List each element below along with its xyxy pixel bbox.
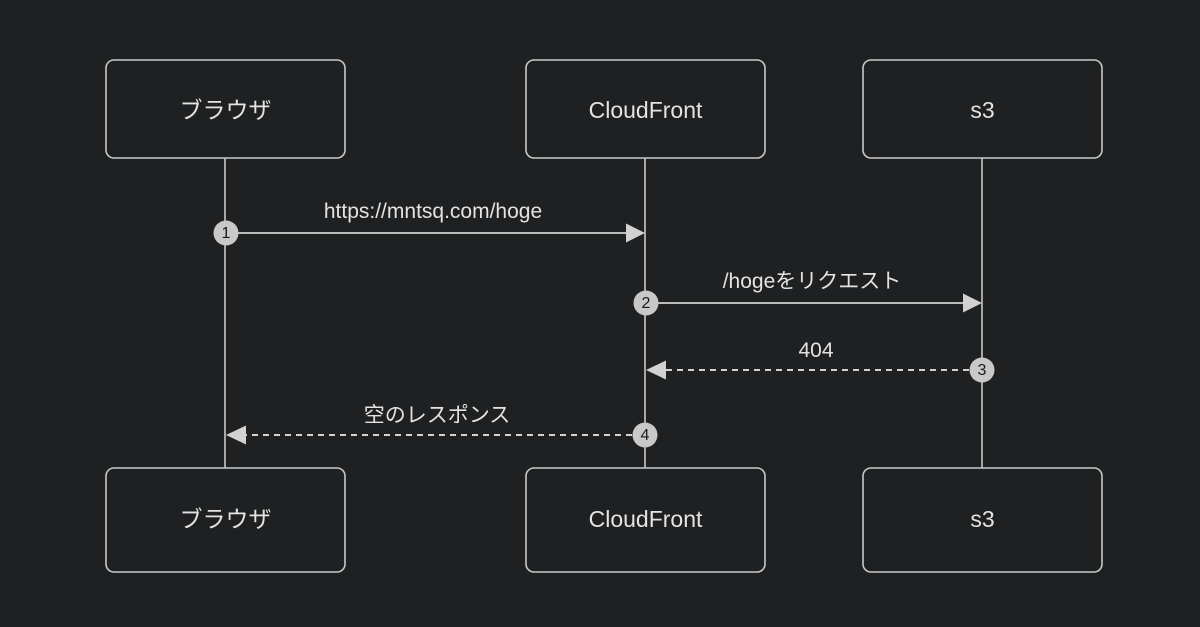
participant-label-s3-top: s3 [970,97,994,123]
message-2[interactable]: /hogeをリクエスト 2 [633,270,983,316]
message-3-label: 404 [798,339,833,362]
message-4[interactable]: 空のレスポンス 4 [226,404,658,448]
participant-label-browser-top: ブラウザ [180,97,272,123]
participant-label-cloudfront-top: CloudFront [589,97,703,123]
participant-boxes-bottom: ブラウザ CloudFront s3 [105,467,1103,573]
participant-box-browser-bottom[interactable] [105,467,346,573]
message-4-sequence-marker[interactable] [632,422,658,448]
participant-box-cloudfront-top[interactable] [525,59,766,159]
message-3-sequence-marker[interactable] [969,357,995,383]
message-4-arrowhead-left [226,425,246,445]
message-4-sequence-number: 4 [641,427,650,444]
message-1[interactable]: https://mntsq.com/hoge 1 [213,200,646,246]
participant-box-s3-bottom[interactable] [862,467,1103,573]
participant-boxes-top: ブラウザ CloudFront s3 [105,59,1103,159]
participant-box-s3-top[interactable] [862,59,1103,159]
message-2-sequence-number: 2 [642,295,651,312]
message-2-label: /hogeをリクエスト [723,270,902,293]
message-2-arrowhead-right [963,293,982,313]
participant-box-cloudfront-bottom[interactable] [525,467,766,573]
participant-label-s3-bottom: s3 [970,506,994,532]
message-1-arrowhead-right [626,223,645,243]
message-2-sequence-marker[interactable] [633,290,659,316]
message-3[interactable]: 404 3 [646,339,995,383]
message-3-arrowhead-left [646,360,666,380]
message-1-label: https://mntsq.com/hoge [324,200,542,223]
message-3-sequence-number: 3 [978,362,987,379]
participant-label-browser-bottom: ブラウザ [180,506,272,532]
participant-label-cloudfront-bottom: CloudFront [589,506,703,532]
participant-box-browser-top[interactable] [105,59,346,159]
message-1-sequence-number: 1 [222,225,231,242]
message-1-sequence-marker[interactable] [213,220,239,246]
message-4-label: 空のレスポンス [364,404,511,427]
